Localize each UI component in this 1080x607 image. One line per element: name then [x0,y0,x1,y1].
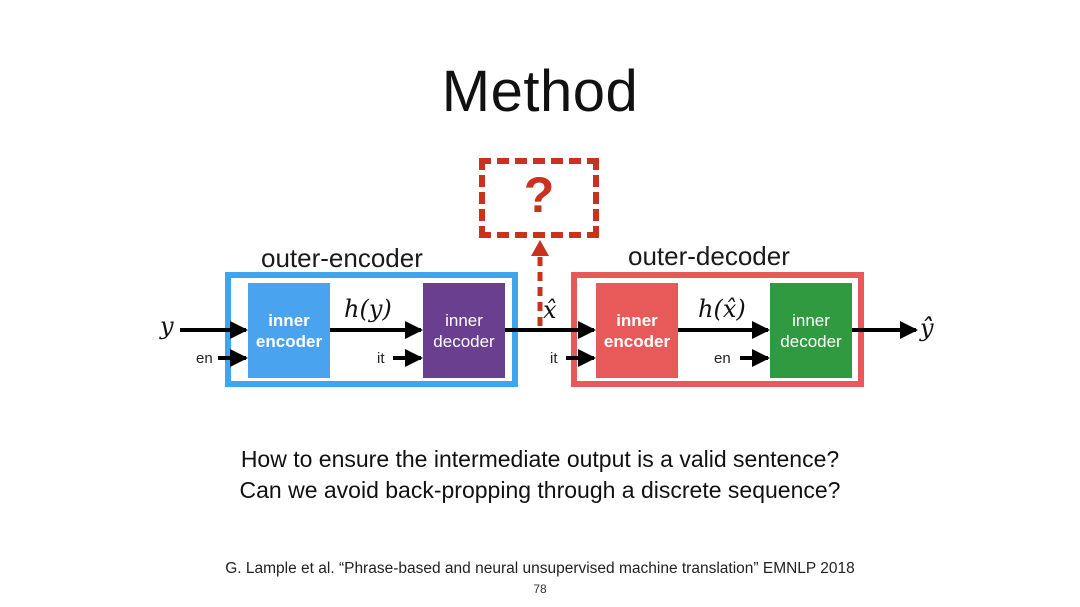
inner-decoder-block-2: inner decoder [770,283,852,378]
caption-line-2: Can we avoid back-propping through a dis… [239,477,841,503]
outer-decoder-label: outer-decoder [628,241,790,271]
page-number: 78 [533,582,547,596]
input-symbol-y: y [160,312,174,340]
intermediate-symbol-xhat: x̂ [543,296,557,324]
output-symbol-yhat: ŷ̂ [920,314,934,342]
hidden-symbol-hy: h(y) [344,295,392,323]
inner-encoder-block-2: inner encoder [596,283,678,378]
question-box [479,158,599,238]
outer-encoder-label: outer-encoder [261,243,423,273]
slide-title: Method [441,59,639,124]
lang-label-en-1: en [196,350,213,367]
lang-label-en-2: en [714,350,731,367]
arrow-question-head [531,240,549,256]
citation: G. Lample et al. “Phrase-based and neura… [225,560,855,577]
inner-encoder-block-1: inner encoder [248,283,330,378]
lang-label-it-2: it [550,350,558,367]
inner-encoder-label-1: inner encoder [255,310,323,351]
caption-line-1: How to ensure the intermediate output is… [240,446,840,472]
inner-decoder-label-2: inner decoder [780,310,842,351]
hidden-symbol-hxhat: h(x̂) [698,295,746,323]
inner-decoder-label-1: inner decoder [433,310,495,351]
question-mark: ? [523,167,555,223]
lang-label-it-1: it [377,350,385,367]
inner-decoder-block-1: inner decoder [423,283,505,378]
inner-encoder-label-2: inner encoder [603,310,671,351]
